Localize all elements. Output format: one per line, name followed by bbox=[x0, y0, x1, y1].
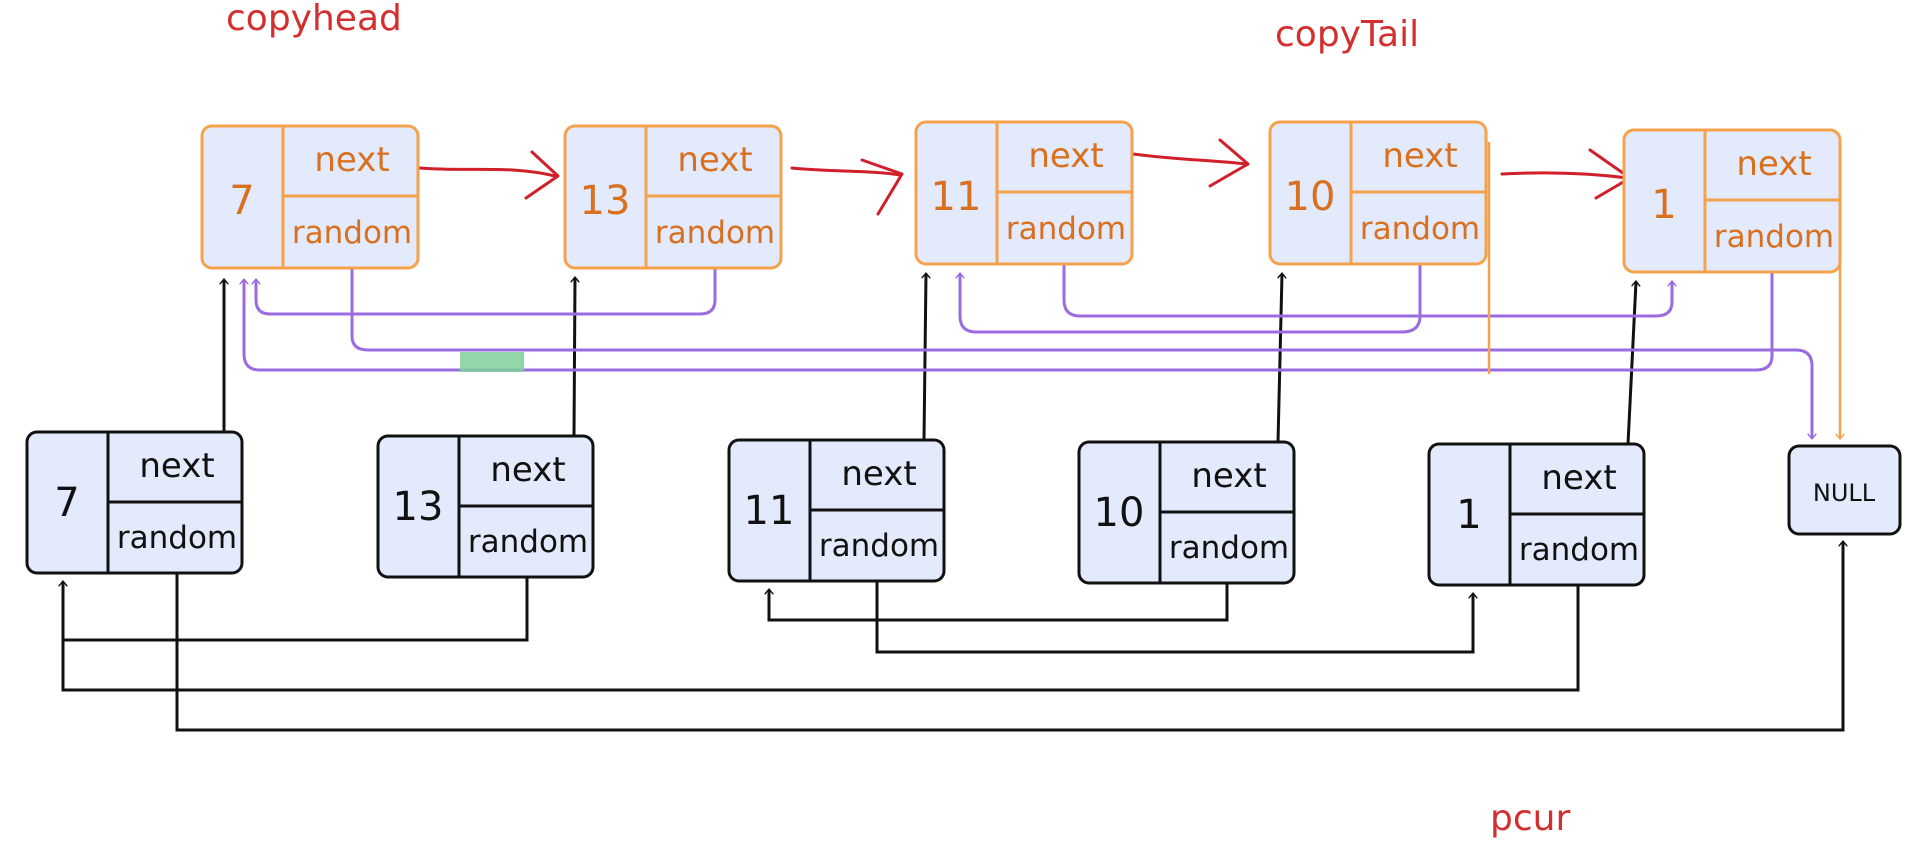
red-next-arrow-2 bbox=[790, 166, 902, 177]
copy-node-next-label: next bbox=[314, 140, 389, 180]
copy-random-arrows bbox=[244, 256, 1812, 438]
original-node-value: 7 bbox=[54, 480, 79, 526]
original-random-arrows bbox=[61, 542, 1843, 732]
copy-node-random-label: random bbox=[1360, 211, 1480, 247]
orig-to-copy-arrow-3 bbox=[924, 274, 926, 441]
copy-random-1-to-7 bbox=[244, 266, 1774, 372]
original-node-value: 10 bbox=[1094, 490, 1145, 536]
copy-node: 11 next random bbox=[914, 120, 1134, 266]
copy-list: 7 next random 13 next random 11 next ran… bbox=[200, 120, 1842, 274]
copy-random-7-to-null bbox=[350, 258, 1812, 438]
pcur-label: pcur bbox=[1490, 798, 1570, 839]
orig-random-7-to-null bbox=[175, 542, 1843, 732]
copy-node-value: 1 bbox=[1651, 182, 1676, 228]
copy-random-13-to-7 bbox=[256, 268, 717, 316]
original-node-random-label: random bbox=[117, 520, 237, 556]
highlight-mark bbox=[460, 352, 524, 372]
original-node-value: 13 bbox=[393, 484, 444, 530]
copy-node-random-label: random bbox=[655, 215, 775, 251]
original-node: 10 next random bbox=[1077, 440, 1296, 585]
copy-node-random-label: random bbox=[1714, 219, 1834, 255]
red-next-arrow-1 bbox=[418, 166, 557, 178]
orig-to-copy-arrow-5 bbox=[1626, 282, 1636, 445]
original-node-random-label: random bbox=[468, 524, 588, 560]
copy-node-random-label: random bbox=[292, 215, 412, 251]
red-next-arrow-1-head bbox=[524, 150, 560, 200]
null-node: NULL bbox=[1787, 444, 1902, 536]
copy-node: 7 next random bbox=[200, 124, 420, 270]
red-next-arrow-2-head bbox=[860, 158, 904, 216]
original-node-value: 11 bbox=[744, 488, 795, 534]
original-node-next-label: next bbox=[1541, 458, 1616, 498]
copytail-label: copyTail bbox=[1275, 14, 1419, 55]
original-node: 7 next random bbox=[25, 430, 244, 575]
copy-random-10-to-11 bbox=[960, 258, 1422, 334]
copyhead-label: copyhead bbox=[226, 0, 402, 39]
copy-node-random-label: random bbox=[1006, 211, 1126, 247]
copy-node: 1 next random bbox=[1622, 128, 1842, 274]
original-node-next-label: next bbox=[841, 454, 916, 494]
red-next-arrow-3 bbox=[1131, 152, 1248, 166]
copy-node-value: 10 bbox=[1285, 174, 1336, 220]
orig-to-copy-arrow-2 bbox=[574, 278, 575, 437]
copy-node-value: 11 bbox=[931, 174, 982, 220]
original-node-random-label: random bbox=[1169, 530, 1289, 566]
original-node: 1 next random bbox=[1427, 442, 1646, 587]
original-node-next-label: next bbox=[490, 450, 565, 490]
original-node-random-label: random bbox=[1519, 532, 1639, 568]
copy-node: 10 next random bbox=[1268, 120, 1488, 266]
copy-node: 13 next random bbox=[563, 124, 783, 270]
copy-random-11-to-1 bbox=[1062, 256, 1672, 318]
original-to-copy-arrows bbox=[224, 274, 1636, 468]
original-node: 11 next random bbox=[727, 438, 946, 583]
orig-random-10-to-11 bbox=[769, 576, 1229, 622]
original-node: 13 next random bbox=[376, 434, 595, 579]
original-node-next-label: next bbox=[1191, 456, 1266, 496]
copy-node-next-label: next bbox=[677, 140, 752, 180]
orig-random-1-to-7 bbox=[61, 576, 1580, 692]
copy-node-next-label: next bbox=[1736, 144, 1811, 184]
red-next-arrow-4 bbox=[1500, 171, 1630, 180]
red-next-arrow-3-head bbox=[1208, 138, 1250, 188]
orig-random-13-to-7 bbox=[63, 572, 529, 642]
null-node-label: NULL bbox=[1813, 479, 1876, 507]
copy-node-value: 7 bbox=[229, 178, 254, 224]
copy-node-value: 13 bbox=[580, 178, 631, 224]
original-list: 7 next random 13 next random 11 next ran… bbox=[25, 430, 1646, 587]
orig-random-11-to-1 bbox=[875, 568, 1473, 654]
copy-next-arrows bbox=[418, 138, 1632, 216]
orig-to-copy-arrow-4 bbox=[1276, 274, 1282, 443]
original-node-random-label: random bbox=[819, 528, 939, 564]
copy-node-next-label: next bbox=[1382, 136, 1457, 176]
original-node-value: 1 bbox=[1456, 492, 1481, 538]
copy-node-next-label: next bbox=[1028, 136, 1103, 176]
original-node-next-label: next bbox=[139, 446, 214, 486]
